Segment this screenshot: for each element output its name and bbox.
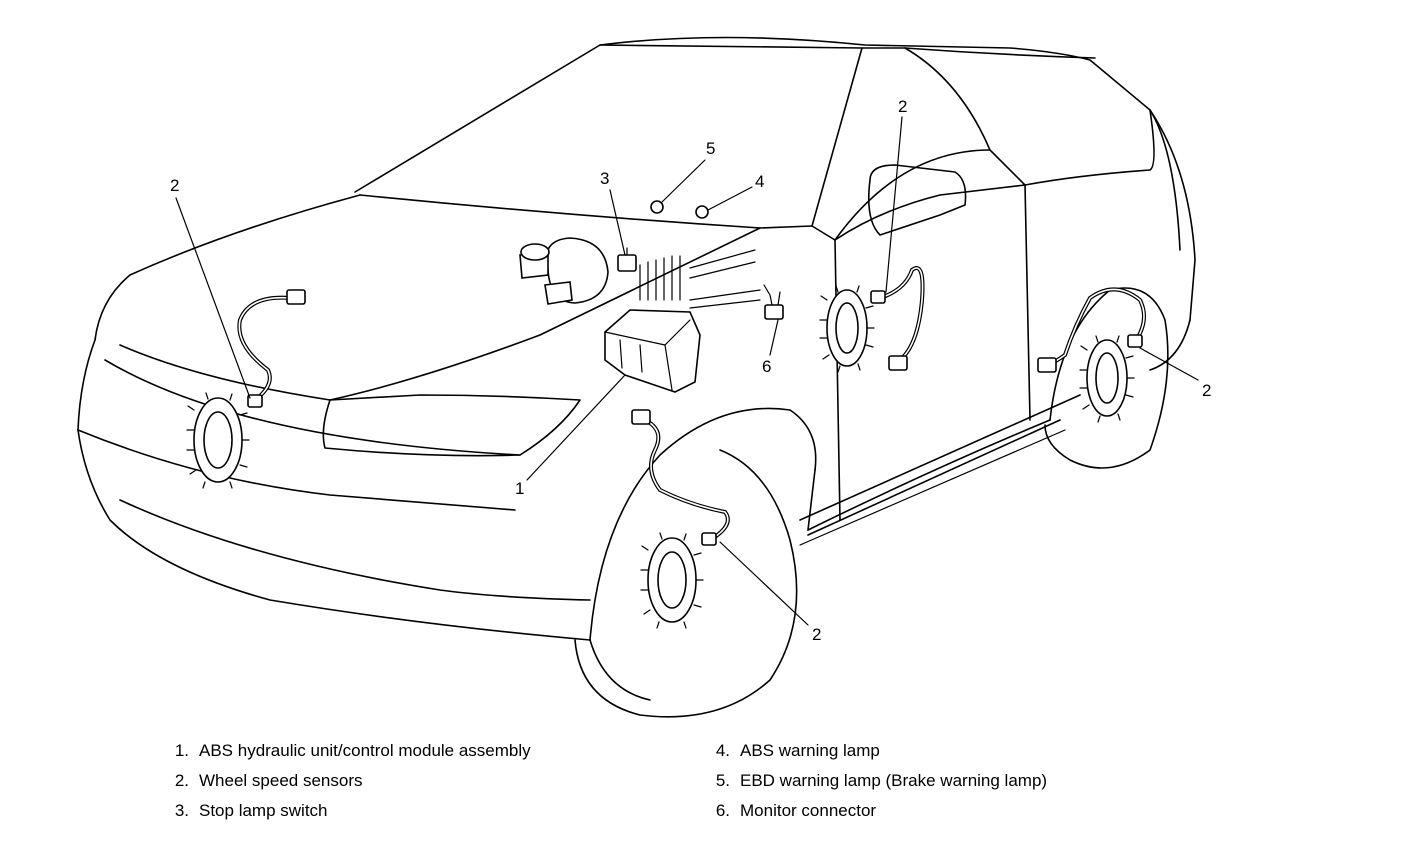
ebd-warning-lamp-symbol	[650, 200, 664, 214]
tone-ring-front-left	[186, 392, 250, 489]
brake-master-cylinder	[519, 237, 609, 305]
sensor-wire-rear-right	[1037, 287, 1146, 373]
legend-label: EBD warning lamp (Brake warning lamp)	[740, 771, 1048, 790]
legend-label: Wheel speed sensors	[199, 771, 363, 790]
callout-sensor-rear-left: 2	[898, 97, 907, 116]
callout-sensor-front-left: 2	[170, 176, 179, 195]
tone-ring-front-right	[640, 532, 704, 629]
sensor-wire-front-right	[631, 409, 730, 546]
legend-number: 6.	[715, 801, 730, 820]
abs-hydraulic-unit	[604, 249, 761, 393]
sensor-wire-rear-left	[870, 266, 925, 371]
stop-lamp-switch	[617, 247, 637, 272]
legend-number: 4.	[715, 741, 730, 760]
legend-label: ABS warning lamp	[740, 741, 880, 760]
callout-sensor-front-right: 2	[812, 625, 821, 644]
callout-stop-lamp-switch: 3	[600, 169, 609, 188]
tone-ring-rear-left	[819, 285, 875, 373]
tone-ring-rear-right	[1079, 335, 1135, 423]
callout-sensor-rear-right: 2	[1202, 381, 1211, 400]
legend-number: 2.	[174, 771, 189, 790]
legend-label: Stop lamp switch	[199, 801, 328, 820]
legend-number: 5.	[715, 771, 730, 790]
legend-number: 1.	[174, 741, 189, 760]
callout-abs-warning-lamp: 4	[755, 172, 764, 191]
callout-abs-unit: 1	[515, 479, 524, 498]
legend-number: 3.	[174, 801, 189, 820]
callout-monitor-connector: 6	[762, 357, 771, 376]
legend-label: Monitor connector	[740, 801, 877, 820]
sensor-wire-front-left	[237, 289, 306, 408]
legend-label: ABS hydraulic unit/control module assemb…	[199, 741, 531, 760]
callout-ebd-warning-lamp: 5	[706, 139, 715, 158]
monitor-connector	[763, 284, 784, 320]
car-body	[77, 36, 1196, 718]
leader-lines	[175, 116, 1199, 626]
abs-warning-lamp-symbol	[695, 205, 709, 219]
